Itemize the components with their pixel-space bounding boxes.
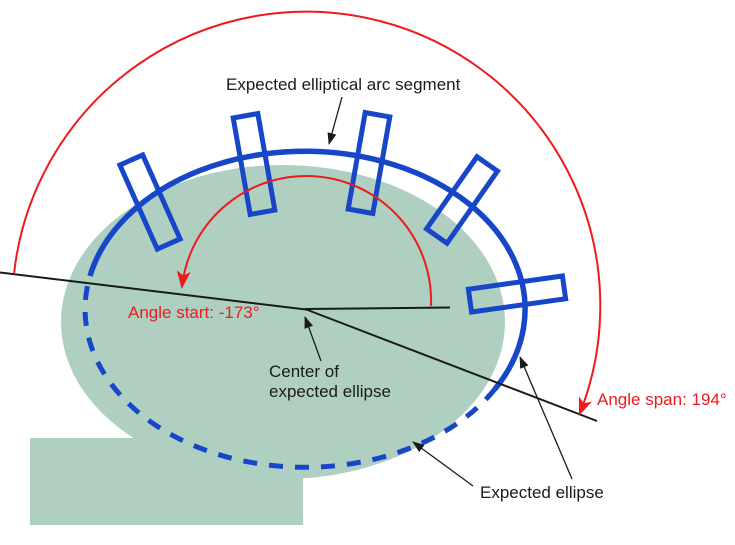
angle-start-ray [0,271,307,311]
angle-span-end-ray [304,308,598,422]
segment-rect-2 [230,110,278,218]
detected-region-block [30,438,303,525]
expected-arc-segment [87,148,528,391]
segment-rect-4 [423,153,501,247]
arc-segment-label: Expected elliptical arc segment [226,75,461,94]
center-label-line2: expected ellipse [269,382,391,401]
expected-ellipse-leader-arrow-solid [519,356,573,480]
expected-ellipse-leader-arrow-dashed [412,441,474,487]
angle-start-arc [176,174,433,307]
segment-rect-1 [116,151,184,253]
angle-start-label: Angle start: -173° [128,303,260,322]
expected-ellipse-dashed-arc [82,275,497,470]
segment-rect-3 [345,109,393,217]
segment-rect-5 [465,273,569,315]
center-label-line1: Center of [269,362,339,381]
angle-span-arc [13,10,602,416]
expected-ellipse-label: Expected ellipse [480,483,604,502]
center-label: Center of expected ellipse [269,362,391,402]
angle-span-label: Angle span: 194° [597,390,727,409]
center-leader-arrow [304,316,322,362]
zero-reference-ray [304,306,451,310]
arc-segment-leader-arrow [327,96,343,145]
